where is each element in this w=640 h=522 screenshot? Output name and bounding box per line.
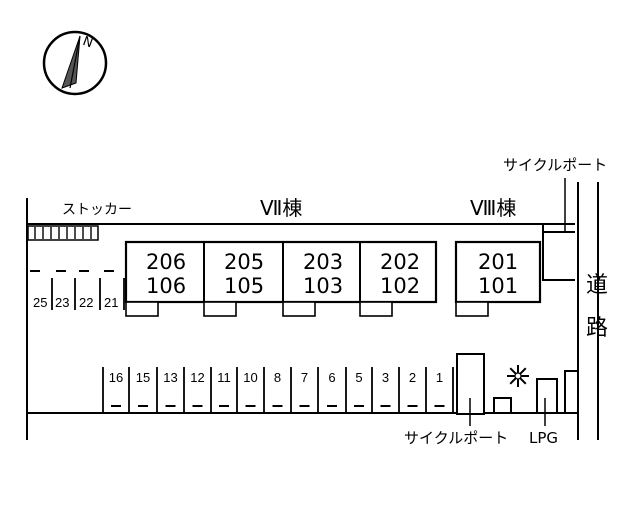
parking-number: 15 [136, 370, 150, 385]
stocker-box [27, 225, 99, 241]
parking-number: 1 [436, 370, 443, 385]
parking-number: 10 [243, 370, 257, 385]
lpg: LPG [529, 370, 579, 447]
unit-lower: 101 [478, 274, 518, 298]
balcony [455, 301, 489, 317]
unit-upper: 205 [224, 250, 264, 274]
parking-number: 3 [382, 370, 389, 385]
cycle-port-bottom: サイクルポート [404, 353, 512, 447]
stocker-label: ストッカー [62, 202, 132, 218]
road-label-char1: 道 [586, 273, 608, 298]
stocker: ストッカー [27, 202, 132, 241]
building-vii-outline [124, 240, 438, 304]
parking-number: 7 [301, 370, 308, 385]
parking-number: 2 [409, 370, 416, 385]
north-label: N [81, 34, 95, 51]
balcony [203, 301, 237, 317]
parking-number: 12 [190, 370, 204, 385]
building-vii: 206 106 205 105 203 103 202 102 [124, 240, 438, 317]
parking-number: 16 [109, 370, 123, 385]
parking-number: 13 [163, 370, 177, 385]
building-viii-outline [454, 240, 542, 304]
cycle-port-top-shape [542, 224, 575, 281]
compass: N [42, 30, 108, 96]
balcony [125, 301, 159, 317]
unit-upper: 203 [303, 250, 343, 274]
building-viii-label: Ⅷ棟 [470, 196, 516, 220]
unit-lower: 106 [146, 274, 186, 298]
unit-lower: 102 [380, 274, 420, 298]
parking-number: 6 [328, 370, 335, 385]
parking-number: 23 [55, 295, 69, 310]
unit-upper: 201 [478, 250, 518, 274]
cycle-port-top: サイクルポート [503, 156, 607, 281]
unit-lower: 103 [303, 274, 343, 298]
cycle-port-bottom-shape [456, 353, 485, 415]
north-arrow-icon [61, 35, 81, 89]
balcony [359, 301, 393, 317]
unit-lower: 105 [224, 274, 264, 298]
parking-number: 22 [79, 295, 93, 310]
small-structure [493, 397, 512, 414]
compass-ring [42, 30, 108, 96]
unit-upper: 206 [146, 250, 186, 274]
lpg-box [536, 378, 558, 414]
road-label-char2: 路 [586, 316, 608, 341]
parking-number: 5 [355, 370, 362, 385]
building-viii: 201 101 [454, 240, 542, 317]
balcony [282, 301, 316, 317]
cycle-port-bottom-label: サイクルポート [404, 429, 508, 447]
parking-number: 21 [104, 295, 118, 310]
lpg-box-right [564, 370, 579, 414]
unit-upper: 202 [380, 250, 420, 274]
parking-bottom: 16 15 13 12 11 10 8 7 6 5 3 2 1 [102, 367, 454, 413]
parking-number: 8 [274, 370, 281, 385]
parking-left: 25 23 22 21 [30, 270, 125, 310]
cycle-port-top-label: サイクルポート [503, 156, 607, 174]
parking-number: 25 [33, 295, 47, 310]
tree-icon [507, 365, 529, 387]
lpg-label: LPG [529, 429, 558, 447]
parking-number: 11 [217, 370, 231, 385]
building-vii-label: Ⅶ棟 [260, 196, 302, 220]
